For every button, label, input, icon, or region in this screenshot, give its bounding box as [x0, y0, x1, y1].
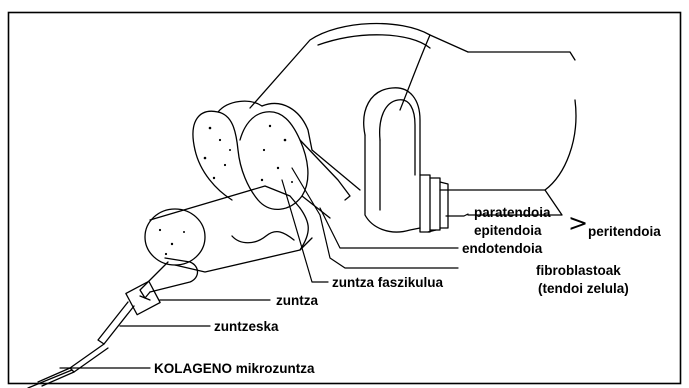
sheath-flap: [364, 88, 448, 232]
label-epitendoia: epitendoia: [474, 223, 542, 238]
outer-sheath: [250, 24, 576, 215]
label-kolageno-mikrozuntza: KOLAGENO mikrozuntza: [154, 361, 315, 376]
label-zuntza-faszikulua: zuntza faszikulua: [332, 275, 443, 290]
cell-texture: [159, 125, 293, 255]
fibril: [126, 258, 198, 315]
figure-border: [9, 13, 681, 384]
label-tendoi-zelula: (tendoi zelula): [538, 281, 629, 296]
label-paratendoia: paratendoia: [474, 205, 551, 220]
brace-icon: >: [568, 211, 588, 235]
label-zuntzeska: zuntzeska: [214, 319, 279, 334]
label-zuntza: zuntza: [276, 293, 318, 308]
label-fibroblastoak: fibroblastoak: [536, 263, 621, 278]
microfibrils: [28, 302, 134, 388]
label-endotendoia: endotendoia: [462, 241, 542, 256]
label-peritendoia: peritendoia: [588, 224, 661, 239]
leader-lines: [60, 168, 468, 368]
